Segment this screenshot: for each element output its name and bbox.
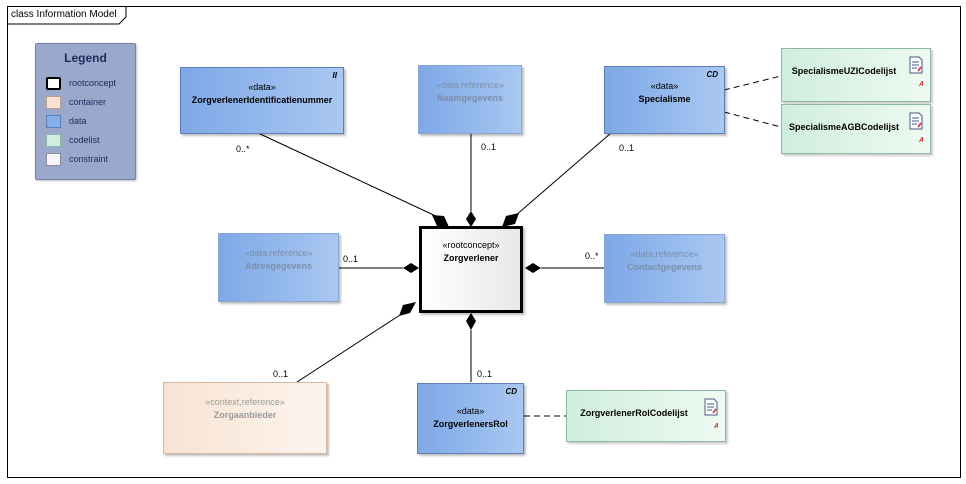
- legend-label: constraint: [69, 154, 109, 164]
- node-name: Naamgegevens: [436, 93, 504, 103]
- document-icon: A: [909, 56, 923, 88]
- node-adresgegevens[interactable]: «data,reference» Adresgegevens: [218, 233, 339, 302]
- node-specialisme[interactable]: CD «data» Specialisme: [604, 66, 725, 134]
- codelist-specialismeuzi[interactable]: SpecialismeUZICodelijst A: [781, 48, 931, 102]
- codelist-zorgverlenerrol[interactable]: ZorgverlenerRolCodelijst A: [566, 390, 726, 442]
- node-zorgverlenersrol[interactable]: CD «data» ZorgverlenersRol: [417, 383, 524, 454]
- diagram-title: class Information Model: [11, 9, 117, 20]
- document-icon: A: [909, 112, 923, 144]
- node-stereotype: «data,reference»: [244, 248, 313, 258]
- node-name: ZorgverlenerIdentificatienummer: [191, 95, 333, 105]
- node-name: Contactgegevens: [626, 262, 703, 272]
- edge-specialisme-uzi: [723, 75, 782, 91]
- corner-tag: II: [332, 71, 337, 80]
- node-name: Zorgaanbieder: [213, 410, 277, 420]
- legend-swatch-data: [46, 115, 61, 128]
- legend-label: codelist: [69, 135, 100, 145]
- legend-swatch-constraint: [46, 153, 61, 166]
- svg-text:A: A: [918, 137, 923, 144]
- codelist-specialismeagb[interactable]: SpecialismeAGBCodelijst A: [781, 104, 931, 154]
- node-stereotype: «data,reference»: [630, 249, 699, 259]
- node-stereotype: «data»: [248, 82, 276, 92]
- multiplicity-zorgaanbieder: 0..1: [273, 369, 289, 379]
- node-name: ZorgverlenersRol: [433, 419, 508, 429]
- node-stereotype: «data»: [650, 81, 679, 91]
- node-name: Adresgegevens: [244, 261, 313, 271]
- legend-label: rootconcept: [69, 78, 117, 88]
- svg-text:A: A: [918, 81, 923, 88]
- legend: Legend rootconcept container data codeli…: [35, 43, 136, 180]
- diamond-adresgegevens: [403, 263, 419, 273]
- node-stereotype: «context,reference»: [205, 397, 285, 407]
- node-naamgegevens[interactable]: «data,reference» Naamgegevens: [418, 65, 522, 134]
- legend-label: container: [69, 97, 107, 107]
- multiplicity-contactgegevens: 0..*: [585, 251, 599, 261]
- diamond-naamgegevens: [466, 211, 476, 227]
- diamond-specialisme: [502, 213, 519, 227]
- node-name: Zorgverlener: [443, 253, 499, 263]
- edge-specialisme-agb: [723, 111, 782, 128]
- node-stereotype: «rootconcept»: [442, 240, 500, 250]
- svg-text:A: A: [713, 423, 718, 430]
- multiplicity-zorgverlenersrol: 0..1: [477, 369, 493, 379]
- node-zorgverleneridentificatienummer[interactable]: II «data» ZorgverlenerIdentificatienumme…: [180, 67, 344, 134]
- node-zorgaanbieder[interactable]: «context,reference» Zorgaanbieder: [163, 382, 327, 454]
- node-zorgverlener[interactable]: «rootconcept» Zorgverlener: [419, 226, 523, 313]
- legend-title: Legend: [64, 51, 107, 65]
- legend-swatch-codelist: [46, 134, 61, 147]
- multiplicity-adresgegevens: 0..1: [343, 254, 359, 264]
- edge-identificatienummer: [257, 132, 441, 219]
- node-name: Specialisme: [638, 94, 691, 104]
- diamond-identificatienummer: [432, 215, 449, 227]
- document-icon: A: [704, 398, 718, 430]
- corner-tag: CD: [706, 70, 718, 79]
- legend-swatch-container: [46, 96, 61, 109]
- codelist-name: SpecialismeUZICodelijst: [791, 66, 897, 76]
- frame-tab-outline: [7, 6, 127, 25]
- node-stereotype: «data»: [456, 406, 485, 416]
- node-contactgegevens[interactable]: «data,reference» Contactgegevens: [604, 234, 725, 303]
- multiplicity-identificatienummer: 0..*: [236, 144, 250, 154]
- legend-label: data: [69, 116, 87, 126]
- corner-tag: CD: [505, 387, 517, 396]
- diagram-frame: [7, 6, 961, 478]
- codelist-name: SpecialismeAGBCodelijst: [788, 122, 900, 132]
- legend-swatch-rootconcept: [46, 77, 61, 90]
- multiplicity-naamgegevens: 0..1: [481, 142, 497, 152]
- diamond-contactgegevens: [525, 263, 541, 273]
- diamond-zorgaanbieder: [399, 302, 416, 316]
- diamond-zorgverlenersrol: [466, 313, 476, 330]
- edge-zorgaanbieder: [296, 314, 401, 383]
- codelist-name: ZorgverlenerRolCodelijst: [580, 408, 688, 418]
- multiplicity-specialisme: 0..1: [619, 143, 635, 153]
- edge-specialisme: [514, 132, 612, 217]
- node-stereotype: «data,reference»: [435, 80, 505, 90]
